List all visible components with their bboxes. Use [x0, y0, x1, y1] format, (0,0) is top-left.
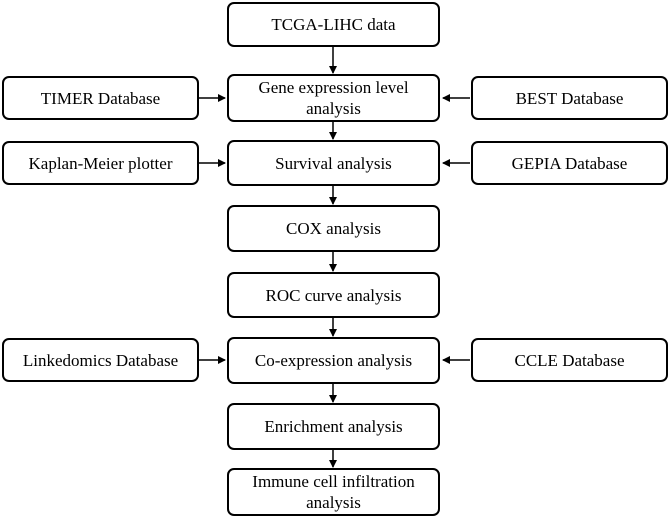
- step-gene-expression-analysis: Gene expression level analysis: [227, 74, 440, 122]
- source-linkedomics-database: Linkedomics Database: [2, 338, 199, 382]
- step-label: Enrichment analysis: [264, 417, 403, 436]
- step-immune-cell-infiltration-analysis: Immune cell infiltration analysis: [227, 468, 440, 516]
- step-label: ROC curve analysis: [265, 285, 402, 305]
- source-label: TIMER Database: [40, 88, 161, 108]
- step-label: Co-expression analysis: [254, 351, 413, 370]
- step-label: COX analysis: [286, 219, 381, 238]
- step-enrichment-analysis: Enrichment analysis: [227, 403, 440, 450]
- source-gepia-database: GEPIA Database: [471, 141, 668, 185]
- step-tcga-lihc-data: TCGA-LIHC data: [227, 2, 440, 47]
- source-label: Linkedomics Database: [22, 350, 179, 370]
- step-cox-analysis: COX analysis: [227, 205, 440, 252]
- source-kaplan-meier-plotter: Kaplan-Meier plotter: [2, 141, 199, 185]
- source-ccle-database: CCLE Database: [471, 338, 668, 382]
- source-label: GEPIA Database: [511, 153, 628, 173]
- step-label: Survival analysis: [275, 153, 392, 173]
- source-best-database: BEST Database: [471, 76, 668, 120]
- step-coexpression-analysis: Co-expression analysis: [227, 337, 440, 384]
- step-label: Immune cell infiltration analysis: [252, 472, 415, 512]
- step-survival-analysis: Survival analysis: [227, 140, 440, 186]
- step-roc-curve-analysis: ROC curve analysis: [227, 272, 440, 318]
- step-label: Gene expression level analysis: [258, 78, 409, 118]
- source-label: Kaplan-Meier plotter: [28, 153, 173, 173]
- source-label: CCLE Database: [514, 350, 625, 370]
- source-label: BEST Database: [515, 88, 624, 108]
- step-label: TCGA-LIHC data: [271, 15, 396, 34]
- source-timer-database: TIMER Database: [2, 76, 199, 120]
